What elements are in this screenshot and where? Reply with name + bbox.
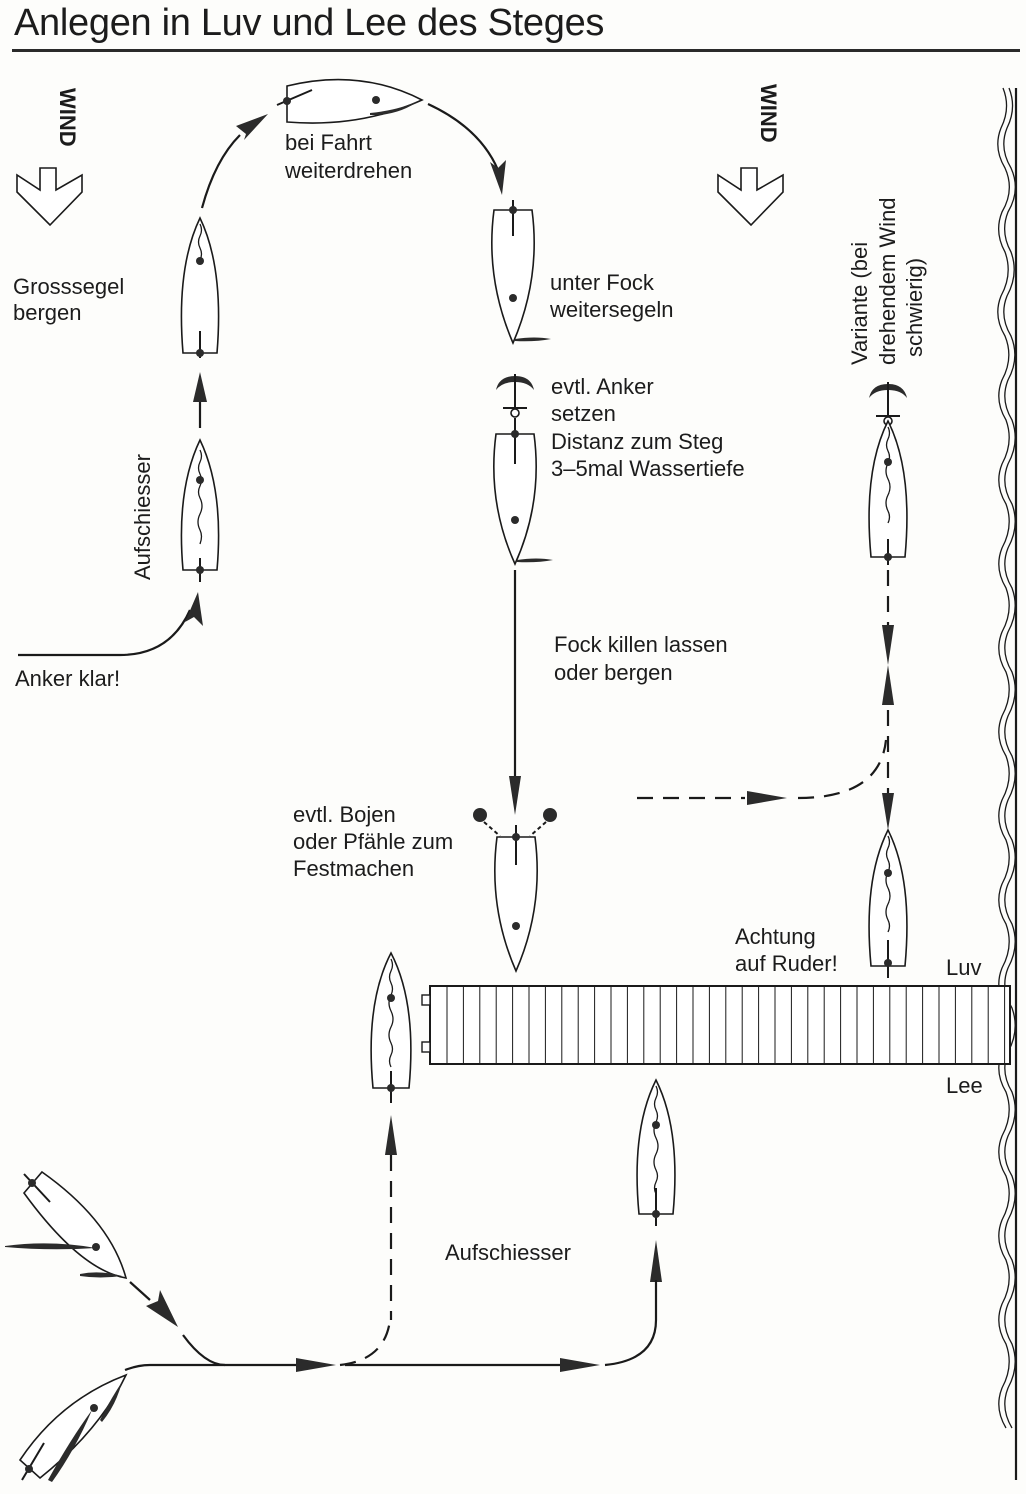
wind-arrow-icon-right: WIND (717, 84, 784, 227)
label-variante: Variante (bei drehendem Wind schwierig) (847, 191, 927, 365)
buoy-icon-right (529, 808, 557, 837)
boat-icon-grosssegel (180, 216, 220, 358)
label-achtung-ruder: Achtung auf Ruder! (735, 924, 838, 976)
boat-icon-lee (636, 1078, 676, 1226)
label-aufschiesser-bottom: Aufschiesser (445, 1240, 571, 1265)
anchor-icon-right (869, 382, 907, 426)
label-unter-fock: unter Fock weitersegeln (549, 270, 674, 322)
anchor-icon-center (496, 374, 534, 418)
boat-icon-dock-left (370, 951, 412, 1103)
label-aufschiesser-vertical: Aufschiesser (130, 454, 155, 580)
label-anker-setzen: evtl. Anker setzen Distanz zum Steg 3–5m… (551, 374, 745, 481)
jetty-icon (421, 985, 1011, 1065)
boat-icon-beating-lower (18, 1373, 128, 1482)
boat-icon-anker (493, 418, 553, 566)
label-luv: Luv (946, 955, 981, 980)
boat-icon-unter-fock (491, 200, 551, 346)
label-grosssegel-bergen: Grosssegel bergen (13, 274, 130, 325)
shoreline-icon (997, 87, 1018, 1480)
label-bei-fahrt: bei Fahrt weiterdrehen (284, 130, 412, 183)
label-fock-killen: Fock killen lassen oder bergen (554, 632, 734, 685)
label-lee: Lee (946, 1073, 983, 1098)
boat-icon-achtung (868, 828, 908, 978)
wind-label-left: WIND (55, 88, 80, 147)
arrow-head (185, 592, 203, 626)
boat-icon-beating-upper (5, 1170, 128, 1280)
boat-icon-aufschiesser (180, 438, 220, 582)
wind-arrow-icon-left: WIND (16, 88, 83, 227)
boat-icon-weiterdrehen (276, 78, 424, 124)
page-title: Anlegen in Luv und Lee des Steges (14, 2, 605, 44)
boat-icon-variante-upper (868, 419, 908, 565)
wind-label-right: WIND (756, 84, 781, 143)
title-rule (12, 49, 1020, 52)
approach-path (18, 609, 192, 657)
label-anker-klar: Anker klar! (15, 666, 120, 691)
label-bojen: evtl. Bojen oder Pfähle zum Festmachen (293, 802, 459, 881)
buoy-icon-left (473, 808, 501, 837)
boat-icon-bojen (494, 825, 538, 973)
